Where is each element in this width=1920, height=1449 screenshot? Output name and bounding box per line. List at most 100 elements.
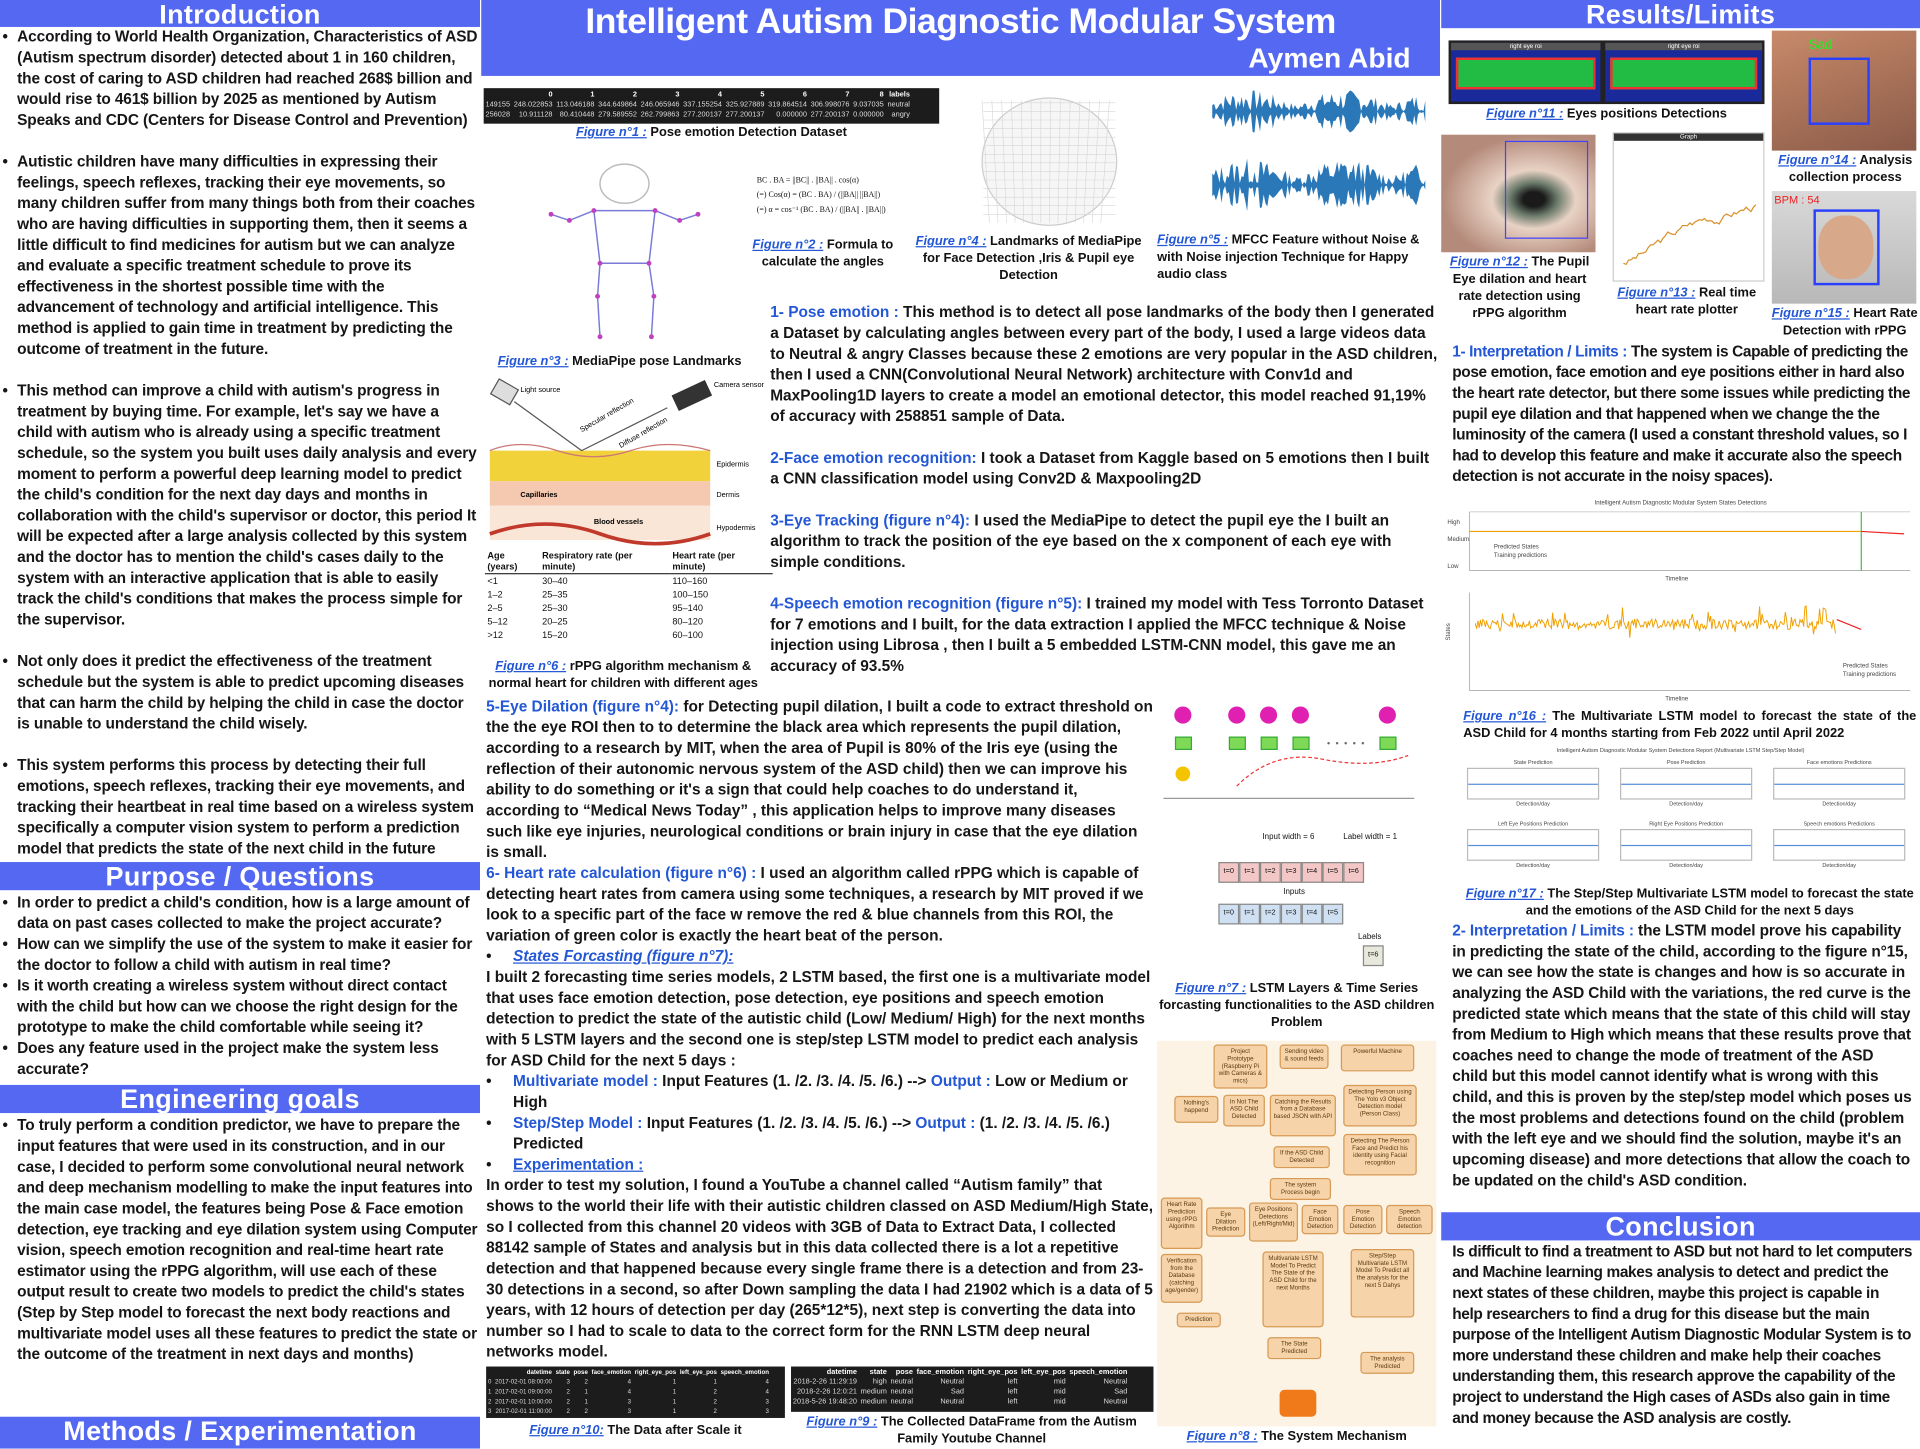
fig3-pose-skeleton xyxy=(548,163,701,340)
fig13-heart-rate-plot: Graph xyxy=(1612,132,1765,282)
table-cell: 2 xyxy=(566,1398,570,1406)
table-cell: Neutral xyxy=(1103,1378,1128,1387)
panel-plot xyxy=(1620,828,1753,861)
table-cell: neutral xyxy=(890,1378,913,1387)
fig6-caption-text: rPPG algorithm mechanism & normal heart … xyxy=(488,658,758,691)
table-cell: 1 xyxy=(672,1408,677,1416)
table-cell: 248.022853 xyxy=(513,101,553,109)
label-width-label: Label width = 1 xyxy=(1343,832,1398,842)
panel-series xyxy=(1468,844,1598,846)
table-cell: 15–20 xyxy=(542,629,568,641)
fig7-label: Figure n°7 : xyxy=(1175,980,1247,996)
column-header: state xyxy=(869,1368,887,1377)
method-paragraph: 2-Face emotion recognition: I took a Dat… xyxy=(770,448,1437,490)
column-header: 6 xyxy=(802,91,807,100)
interpretation-1-text: The system is Capable of predicting the … xyxy=(1452,342,1911,485)
table-cell: 113.046188 xyxy=(556,101,595,109)
fig17-charts: Intelligent Autism Diagnostic Modular Sy… xyxy=(1445,747,1916,882)
method-text: This method is to detect all pose landma… xyxy=(770,303,1438,425)
table-cell: left xyxy=(1007,1398,1018,1406)
table-cell: 1–2 xyxy=(487,588,503,601)
fig12-eye-photo xyxy=(1441,134,1596,253)
method-label: 4-Speech emotion recognition (figure n°5… xyxy=(770,595,1083,613)
title-bar: Intelligent Autism Diagnostic Modular Sy… xyxy=(481,0,1441,76)
table-cell: 344.649864 xyxy=(598,101,637,109)
fig13-caption-text: Real time heart rate plotter xyxy=(1635,285,1757,318)
fig6-label-light-source: Light source xyxy=(520,385,560,394)
fig14-label: Figure n°14 : xyxy=(1778,153,1857,168)
column-header: 1 xyxy=(590,91,595,100)
x-axis-label: Timeline xyxy=(1665,695,1689,703)
fig10-caption-text: The Data after Scale it xyxy=(607,1422,742,1438)
method-paragraph: 4-Speech emotion recognition (figure n°5… xyxy=(770,594,1437,677)
column-header: left_eye_pos xyxy=(679,1368,717,1377)
panel-xlabel: Detection/day xyxy=(1669,861,1703,868)
legend-predicted: Predicted States xyxy=(1493,543,1539,552)
heart-rate-text: I used an algorithm called rPPG which is… xyxy=(486,864,1144,945)
table-cell: Neutral xyxy=(940,1378,965,1387)
fig3-caption-text: MediaPipe pose Landmarks xyxy=(572,353,742,369)
fig15-caption: Figure n°15 : Heart Rate Detection with … xyxy=(1769,305,1920,339)
formula-line: BC . BA = ||BC|| . ||BA|| . cos(α) xyxy=(756,176,859,185)
column-header: datetime xyxy=(526,1368,552,1377)
panel-plot xyxy=(1620,767,1753,799)
table-cell: 0.000000 xyxy=(853,111,884,119)
time-cell: t=3 xyxy=(1280,903,1302,925)
methods-heading: Methods / Experimentation xyxy=(0,1416,481,1449)
fig4-caption-text: Landmarks of MediaPipe for Face Detectio… xyxy=(922,233,1142,283)
intro-paragraph: This system performs this process by det… xyxy=(2,756,477,860)
fig17-caption: Figure n°17 : The Step/Step Multivariate… xyxy=(1445,885,1916,919)
table-cell: 30–40 xyxy=(542,575,568,587)
panel-plot xyxy=(1773,828,1906,861)
table-cell: 4 xyxy=(765,1388,769,1396)
purpose-heading: Purpose / Questions xyxy=(0,862,481,891)
table-cell: 1 xyxy=(672,1388,677,1396)
panel-title: State Prediction xyxy=(1513,759,1553,766)
fig8-label: Figure n°8 : xyxy=(1186,1428,1258,1444)
table-cell: 319.864514 xyxy=(768,101,807,109)
interpretation-1-label: 1- Interpretation / Limits : xyxy=(1452,342,1628,361)
table-cell: 10.911128 xyxy=(518,111,553,119)
table-cell: 2 xyxy=(584,1408,588,1416)
panel-title: Left Eye Positions Prediction xyxy=(1497,820,1569,827)
poster-title: Intelligent Autism Diagnostic Modular Sy… xyxy=(585,2,1336,42)
panel-title: Speech emotions Predictions xyxy=(1803,820,1875,827)
table-cell: neutral xyxy=(890,1398,913,1406)
fig12-caption: Figure n°12 : The Pupil Eye dilation and… xyxy=(1441,253,1598,322)
purpose-item: Does any feature used in the project mak… xyxy=(2,1038,477,1080)
mechanism-box: The analysis Predicted xyxy=(1360,1351,1415,1374)
panel-series xyxy=(1621,844,1752,846)
intro-paragraph: This method can improve a child with aut… xyxy=(2,381,477,631)
fig8-caption: Figure n°8 : The System Mechanism xyxy=(1157,1428,1436,1445)
panel-title: Right Eye Positions Prediction xyxy=(1649,820,1724,827)
mechanism-box: The State Predicted xyxy=(1267,1337,1322,1360)
column-header: 5 xyxy=(760,91,765,100)
table-cell: <1 xyxy=(487,575,498,587)
table-cell: 2 xyxy=(713,1388,717,1396)
panel-xlabel: Detection/day xyxy=(1669,800,1703,807)
table-cell: 277.200137 xyxy=(725,111,765,119)
mechanism-box: Pose Emotion Detection xyxy=(1343,1204,1383,1235)
table-cell: 5–12 xyxy=(487,615,508,627)
table-cell: 4 xyxy=(627,1378,631,1387)
fig14-caption: Figure n°14 : Analysis collection proces… xyxy=(1772,152,1919,186)
panel-series xyxy=(1468,783,1598,785)
fig11-label: Figure n°11 : xyxy=(1486,106,1564,122)
fig8-system-mechanism: Project Prototype (Raspberry Pi with Cam… xyxy=(1157,1040,1437,1427)
model-label: Multivariate model : xyxy=(513,1072,658,1090)
panel-plot xyxy=(1466,767,1600,799)
fig16-caption-text: The Multivariate LSTM model to forecast … xyxy=(1463,708,1917,741)
fig11-caption: Figure n°11 : Eyes positions Detections xyxy=(1449,105,1765,122)
table-cell: neutral xyxy=(887,101,910,109)
table-cell: 4 xyxy=(765,1378,769,1387)
eye-dilation-label: 5-Eye Dilation (figure n°4): xyxy=(486,697,680,716)
table-cell: 277.200137 xyxy=(810,111,850,119)
table-cell: 0 xyxy=(487,1378,492,1387)
